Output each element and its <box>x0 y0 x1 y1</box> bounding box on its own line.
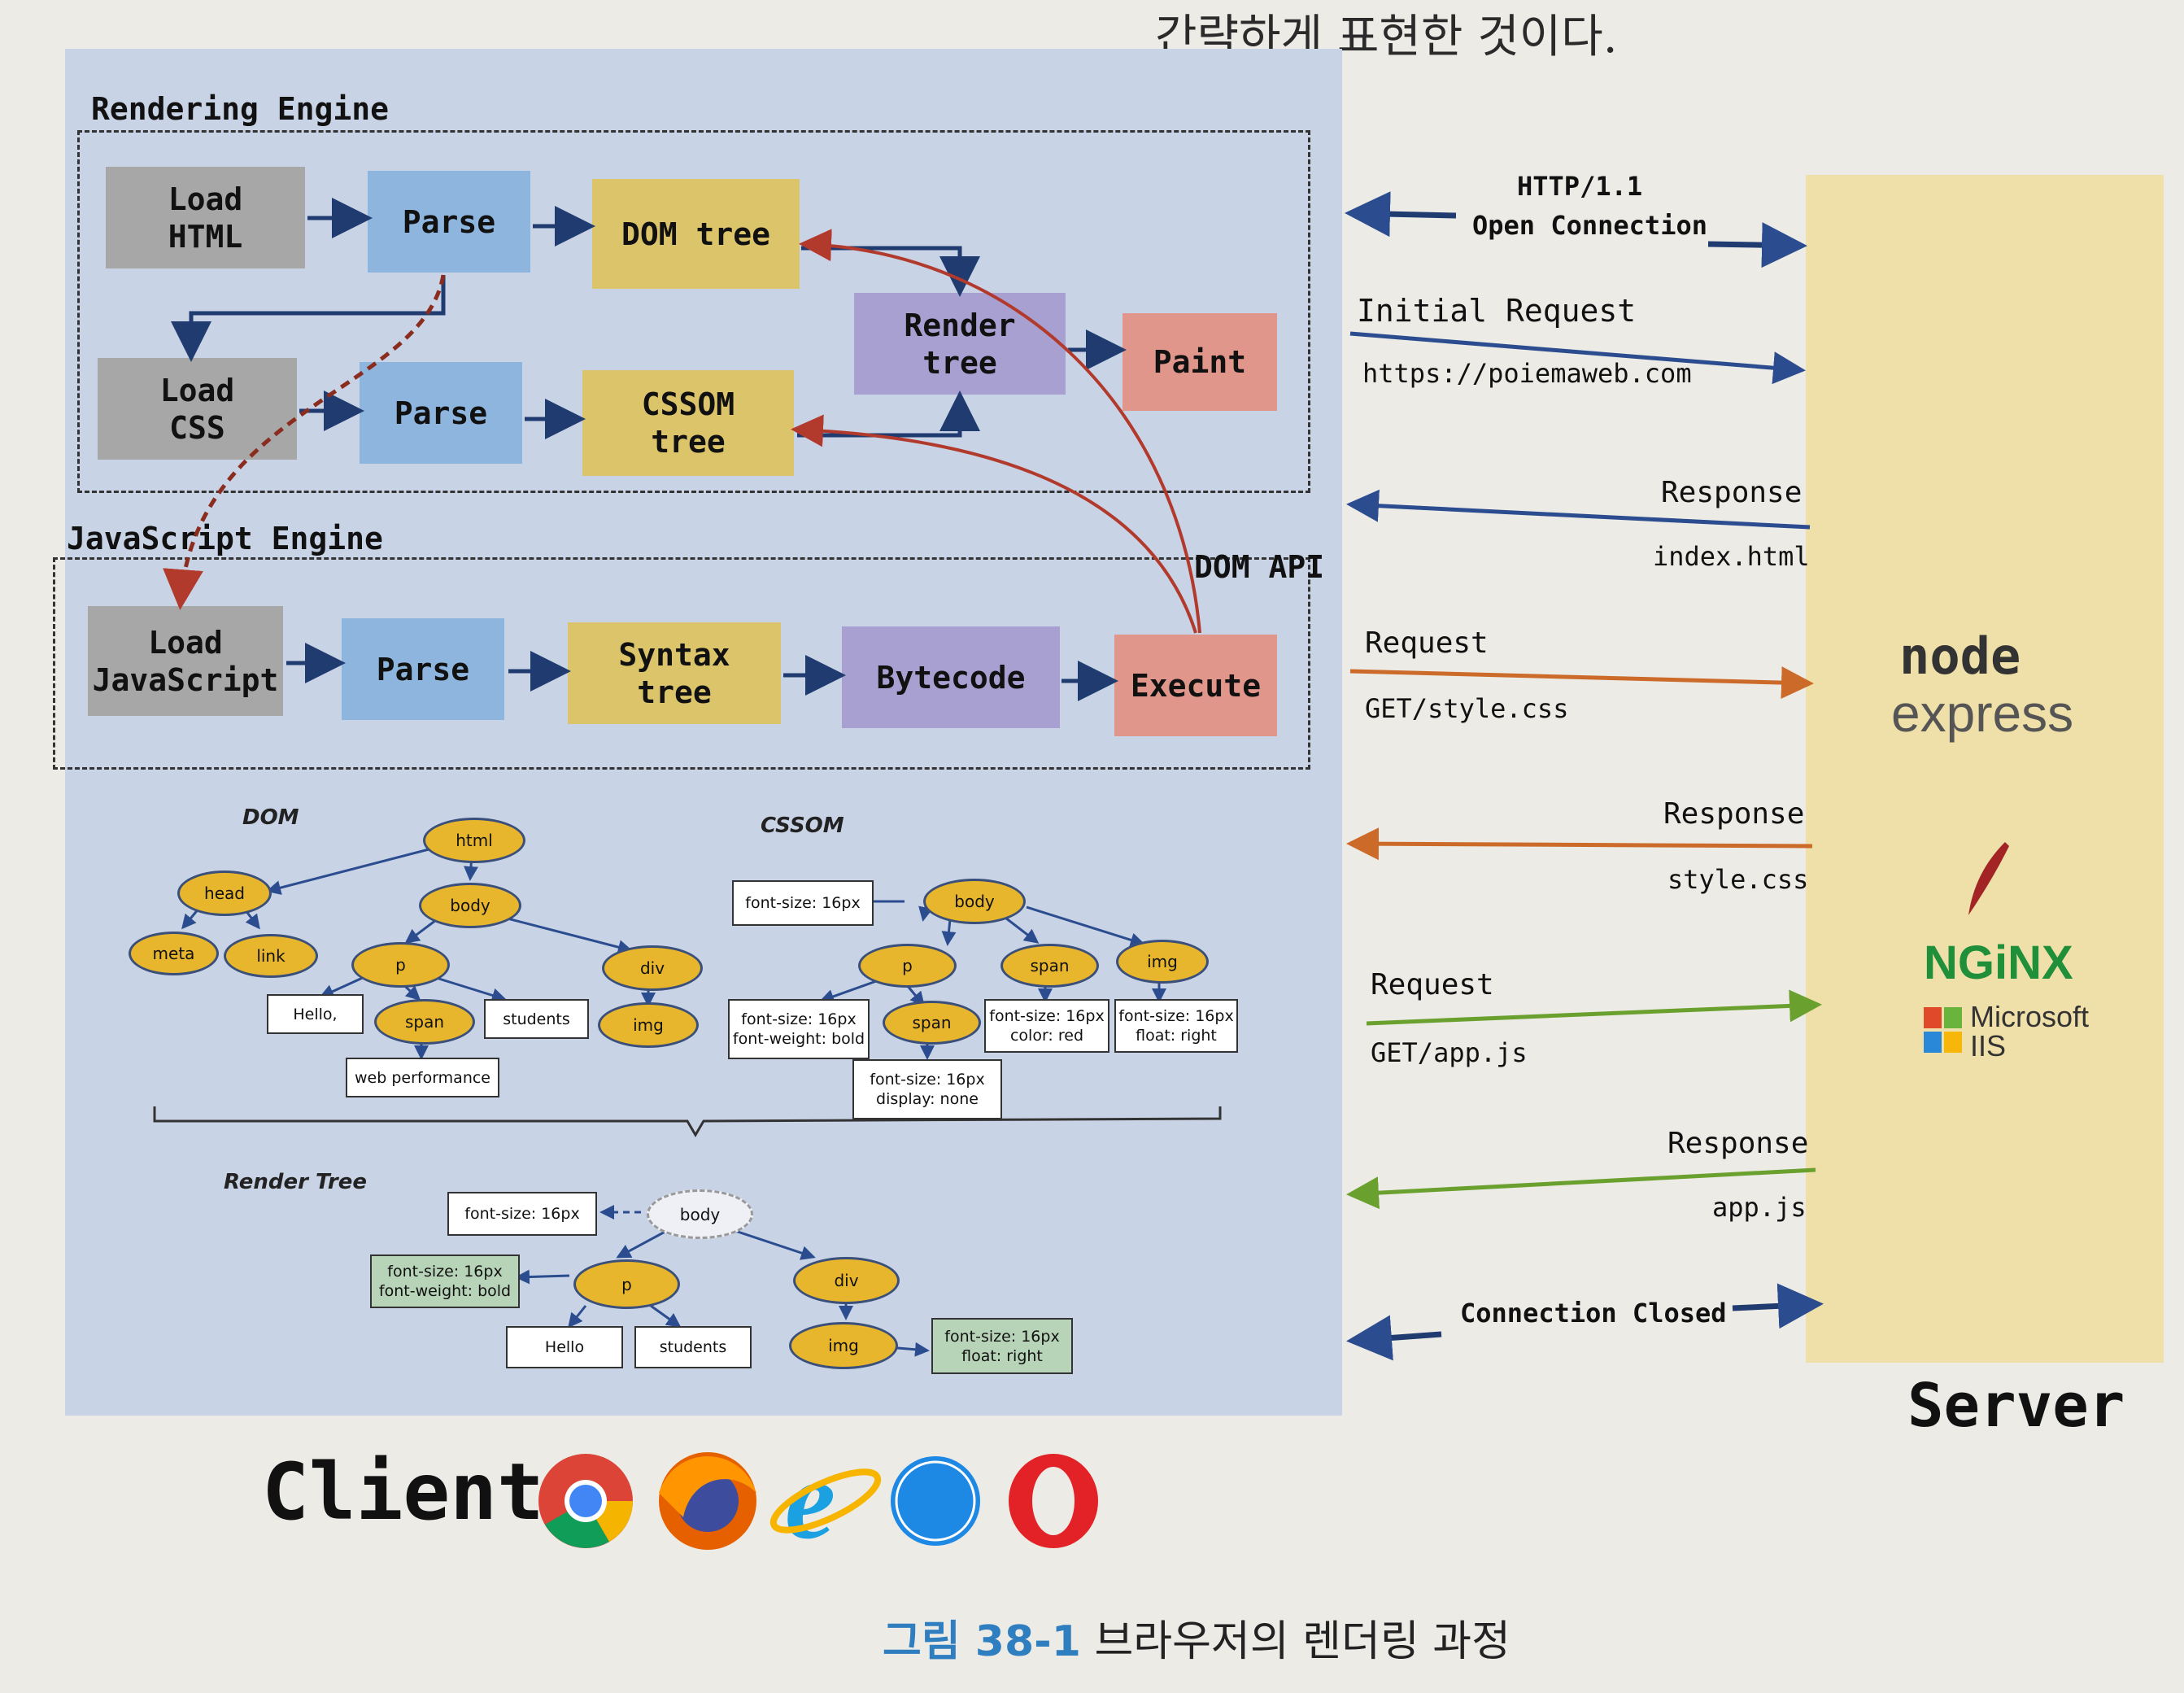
execute-box: Execute <box>1114 635 1277 736</box>
cssom-tree-box: CSSOM tree <box>582 370 794 476</box>
cssom-node-span: span <box>883 1001 981 1045</box>
dom-title: DOM <box>242 805 299 830</box>
response-2-label: Response <box>1663 797 1805 831</box>
render-body-style: font-size: 16px <box>447 1192 597 1236</box>
cssom-node-span-top: span <box>1000 944 1099 988</box>
cssom-node-p: p <box>858 944 957 988</box>
figure-number: 그림 38-1 <box>883 1617 1081 1666</box>
dom-tree-box: DOM tree <box>592 179 800 289</box>
microsoft-icon <box>1924 1007 1962 1053</box>
dom-api-label: DOM API <box>1194 549 1325 585</box>
render-img-style: font-size: 16px float: right <box>931 1318 1073 1374</box>
load-html-box: Load HTML <box>106 167 305 268</box>
http-version-label: HTTP/1.1 <box>1517 171 1643 202</box>
rendering-engine-label: Rendering Engine <box>91 91 390 127</box>
initial-request-url: https://poiemaweb.com <box>1362 358 1692 389</box>
dom-node-html: html <box>423 818 525 863</box>
javascript-engine-box <box>53 557 1310 770</box>
nginx-logo: NGiNX <box>1924 936 2073 989</box>
cssom-span-style: font-size: 16px color: red <box>984 999 1109 1053</box>
response-3-label: Response <box>1667 1127 1809 1160</box>
internet-explorer-icon: e <box>769 1448 882 1554</box>
dom-node-body: body <box>419 883 521 928</box>
cssom-p-style: font-size: 16px font-weight: bold <box>728 999 870 1059</box>
dom-node-p: p <box>351 942 450 988</box>
response-1-file: index.html <box>1653 541 1810 572</box>
render-text-students: students <box>634 1326 752 1368</box>
connection-closed-label: Connection Closed <box>1460 1298 1727 1329</box>
request-3-label: Request <box>1371 968 1494 1001</box>
figure-caption: 그림 38-1 브라우저의 렌더링 과정 <box>883 1607 1510 1668</box>
dom-node-span: span <box>374 999 475 1045</box>
render-text-hello: Hello <box>506 1326 623 1368</box>
response-1-label: Response <box>1661 476 1803 509</box>
chrome-icon <box>538 1454 633 1548</box>
load-js-box: Load JavaScript <box>88 606 283 716</box>
render-node-p: p <box>573 1259 680 1309</box>
rendering-engine-box <box>77 130 1310 493</box>
parse-css-box: Parse <box>360 362 522 464</box>
dom-text-hello: Hello, <box>267 994 364 1034</box>
render-node-body: body <box>647 1189 753 1239</box>
parse-html-box: Parse <box>368 171 530 273</box>
initial-request-label: Initial Request <box>1357 293 1637 329</box>
opera-icon <box>1009 1454 1098 1548</box>
dom-text-students: students <box>484 999 589 1039</box>
render-node-div: div <box>793 1257 900 1304</box>
parse-js-box: Parse <box>342 618 504 720</box>
javascript-engine-label: JavaScript Engine <box>67 521 383 556</box>
cssom-span-child-style: font-size: 16px display: none <box>852 1059 1002 1119</box>
client-title: Client <box>262 1446 544 1538</box>
safari-icon <box>891 1456 980 1546</box>
microsoft-logo: Microsoft <box>1970 1000 2090 1033</box>
bytecode-box: Bytecode <box>842 626 1060 728</box>
figure-caption-text: 브라우저의 렌더링 과정 <box>1094 1617 1510 1666</box>
apache-feather-icon <box>1968 842 2009 915</box>
express-logo: express <box>1891 684 2074 743</box>
dom-node-div: div <box>602 945 703 991</box>
request-3-path: GET/app.js <box>1371 1037 1528 1068</box>
open-connection-label: Open Connection <box>1472 210 1707 241</box>
cssom-title: CSSOM <box>761 814 844 838</box>
dom-node-img: img <box>598 1002 699 1048</box>
browser-icons: e <box>538 1448 1098 1554</box>
render-tree-title: Render Tree <box>224 1170 367 1194</box>
render-node-img: img <box>789 1322 898 1369</box>
iis-logo: IIS <box>1970 1029 2007 1062</box>
dom-node-meta: meta <box>129 932 219 975</box>
cssom-img-style: font-size: 16px float: right <box>1114 999 1238 1053</box>
render-tree-box: Render tree <box>854 293 1066 395</box>
server-title: Server <box>1907 1371 2125 1441</box>
paint-box: Paint <box>1123 313 1277 411</box>
syntax-tree-box: Syntax tree <box>568 622 781 724</box>
request-2-label: Request <box>1365 626 1489 660</box>
server-panel <box>1806 175 2164 1363</box>
dom-node-head: head <box>177 870 272 916</box>
response-3-file: app.js <box>1712 1192 1807 1223</box>
response-2-file: style.css <box>1667 864 1809 895</box>
firefox-icon <box>659 1452 756 1550</box>
cssom-node-body: body <box>923 879 1026 924</box>
cssom-node-img: img <box>1116 940 1209 984</box>
dom-text-web-performance: web performance <box>346 1058 499 1097</box>
render-p-style: font-size: 16px font-weight: bold <box>370 1254 520 1308</box>
dom-node-link: link <box>224 934 318 978</box>
request-2-path: GET/style.css <box>1365 693 1569 724</box>
cssom-body-style: font-size: 16px <box>732 880 874 926</box>
node-logo: node <box>1899 626 2021 686</box>
